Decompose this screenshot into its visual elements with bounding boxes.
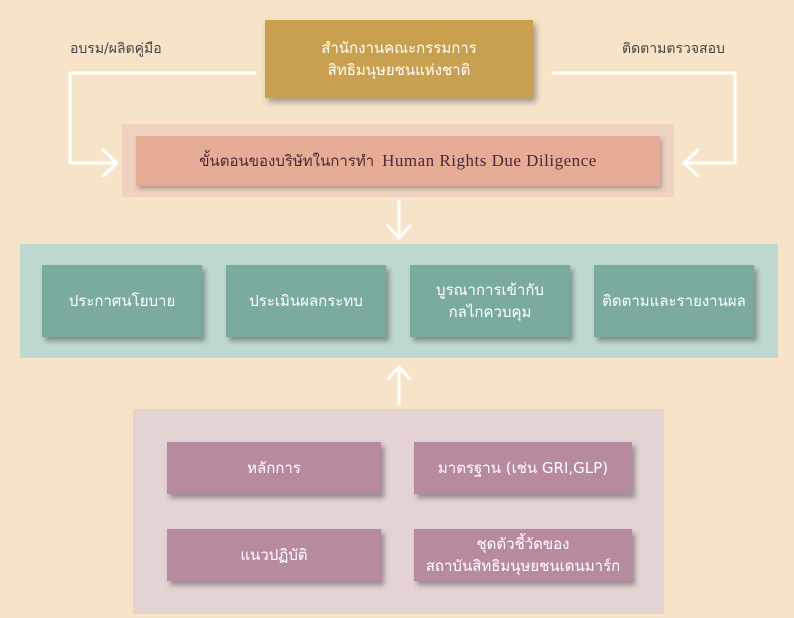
standards-box: มาตรฐาน (เช่น GRI,GLP) [414, 442, 632, 494]
step-integrate: บูรณาการเข้ากับ กลไกควบคุม [410, 265, 570, 337]
standards-label: มาตรฐาน (เช่น GRI,GLP) [437, 459, 609, 477]
guidelines-label: แนวปฏิบัติ [240, 546, 308, 564]
step-monitor: ติดตามและรายงานผล [594, 265, 754, 337]
principles-label: หลักการ [247, 459, 301, 477]
down-arrow-head [386, 224, 412, 240]
process-english: Human Rights Due Diligence [382, 151, 597, 170]
nhrc-box: สำนักงานคณะกรรมการ สิทธิมนุษยชนแห่งชาติ [265, 20, 533, 98]
right-elbow-arrow [551, 71, 737, 165]
step-impact-label: ประเมินผลกระทบ [249, 292, 363, 310]
step-policy: ประกาศนโยบาย [42, 265, 202, 337]
step-impact: ประเมินผลกระทบ [226, 265, 386, 337]
step-policy-label: ประกาศนโยบาย [68, 292, 176, 310]
left-arrow-head [101, 148, 119, 178]
step-integrate-line1: บูรณาการเข้ากับ [436, 281, 544, 299]
indicators-box: ชุดตัวชี้วัดของ สถาบันสิทธิมนุษยชนเดนมาร… [414, 529, 632, 581]
right-arrow-head [682, 148, 700, 178]
guidelines-box: แนวปฏิบัติ [167, 529, 381, 581]
monitoring-label: ติดตามตรวจสอบ [622, 41, 725, 57]
step-integrate-line2: กลไกควบคุม [448, 303, 532, 321]
principles-box: หลักการ [167, 442, 381, 494]
process-box: ขั้นตอนของบริษัทในการทำ Human Rights Due… [136, 136, 660, 186]
step-monitor-label: ติดตามและรายงานผล [602, 292, 746, 310]
left-elbow-arrow [68, 71, 257, 165]
nhrc-line2: สิทธิมนุษยชนแห่งชาติ [327, 61, 471, 79]
indicators-line2: สถาบันสิทธิมนุษยชนเดนมาร์ก [425, 557, 621, 575]
training-label: อบรม/ผลิตคู่มือ [70, 41, 162, 57]
up-arrow-head [386, 365, 412, 381]
process-prefix: ขั้นตอนของบริษัทในการทำ [199, 152, 375, 170]
nhrc-line1: สำนักงานคณะกรรมการ [321, 39, 477, 57]
indicators-line1: ชุดตัวชี้วัดของ [476, 535, 570, 553]
